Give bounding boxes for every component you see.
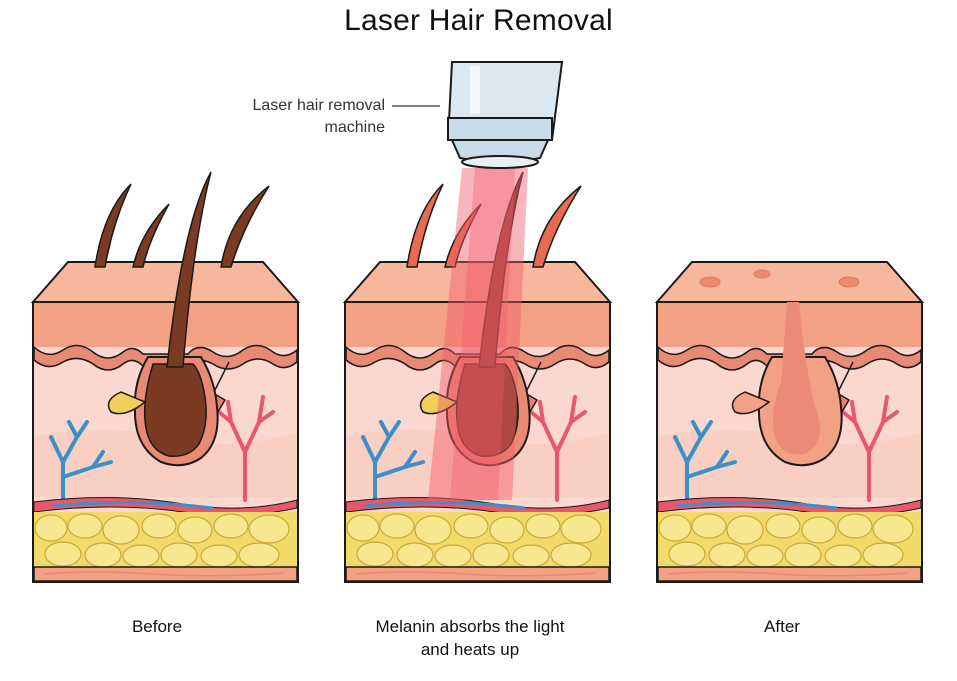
panel-before	[31, 171, 300, 584]
caption-melanin: Melanin absorbs the light and heats up	[330, 615, 610, 661]
laser-device	[446, 61, 564, 169]
diagram-title: Laser Hair Removal	[344, 4, 613, 37]
hair-shaft	[220, 185, 270, 268]
machine-callout-label: Laser hair removal machine	[215, 95, 386, 139]
caption-after-line-1: After	[764, 617, 800, 636]
hair-shaft-main	[166, 171, 212, 368]
hair-shaft	[94, 183, 132, 268]
hair-bulb-dark	[455, 363, 519, 457]
pore	[699, 276, 721, 288]
hair-shaft-heated	[444, 203, 482, 268]
laser-beam-core	[450, 168, 515, 500]
hair-shaft-heated	[532, 185, 582, 268]
caption-before: Before	[82, 615, 232, 638]
hair-shaft	[132, 203, 170, 268]
caption-before-line-1: Before	[131, 617, 183, 636]
caption-melanin-line-2: and heats up	[420, 640, 520, 659]
hair-shaft-heated	[406, 183, 444, 268]
empty-follicle-bulb	[773, 302, 821, 455]
pore	[838, 276, 860, 288]
hair-bulb-dark	[143, 363, 207, 457]
pore	[753, 269, 771, 279]
callout-line-2: machine	[324, 119, 385, 136]
panel-melanin	[343, 171, 612, 584]
hair-shaft-main	[478, 171, 524, 368]
panel-after	[655, 260, 924, 584]
caption-melanin-line-1: Melanin absorbs the light	[375, 617, 565, 636]
callout-line-1: Laser hair removal	[252, 97, 386, 114]
laser-beam	[428, 168, 528, 500]
caption-after: After	[707, 615, 857, 638]
